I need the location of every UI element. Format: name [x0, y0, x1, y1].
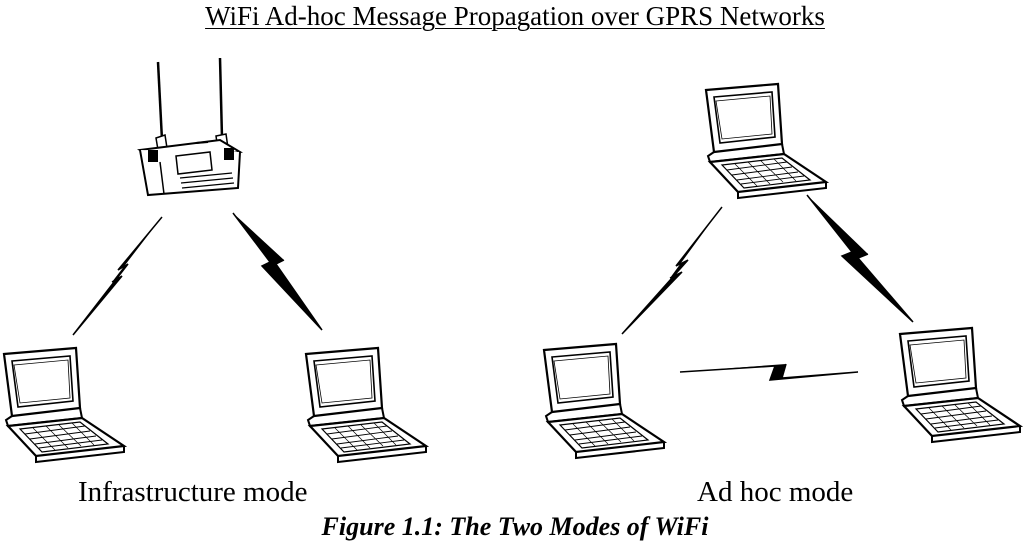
laptop-icon	[304, 346, 428, 464]
figure-caption: Figure 1.1: The Two Modes of WiFi	[321, 512, 709, 541]
wireless-link-icon	[72, 216, 163, 336]
infrastructure-mode-label: Infrastructure mode	[78, 476, 308, 508]
laptop-icon	[704, 82, 828, 200]
page-header: WiFi Ad-hoc Message Propagation over GPR…	[0, 0, 1030, 32]
page-title: WiFi Ad-hoc Message Propagation over GPR…	[205, 1, 825, 31]
wireless-link-icon	[806, 194, 914, 323]
laptop-icon	[542, 342, 666, 460]
wireless-link-icon	[621, 206, 723, 335]
access-point-icon	[137, 57, 243, 197]
laptop-icon	[898, 326, 1022, 444]
adhoc-mode-label: Ad hoc mode	[697, 476, 854, 508]
laptop-icon	[2, 346, 126, 464]
wireless-link-icon	[232, 212, 323, 331]
wireless-link-icon	[679, 363, 859, 381]
